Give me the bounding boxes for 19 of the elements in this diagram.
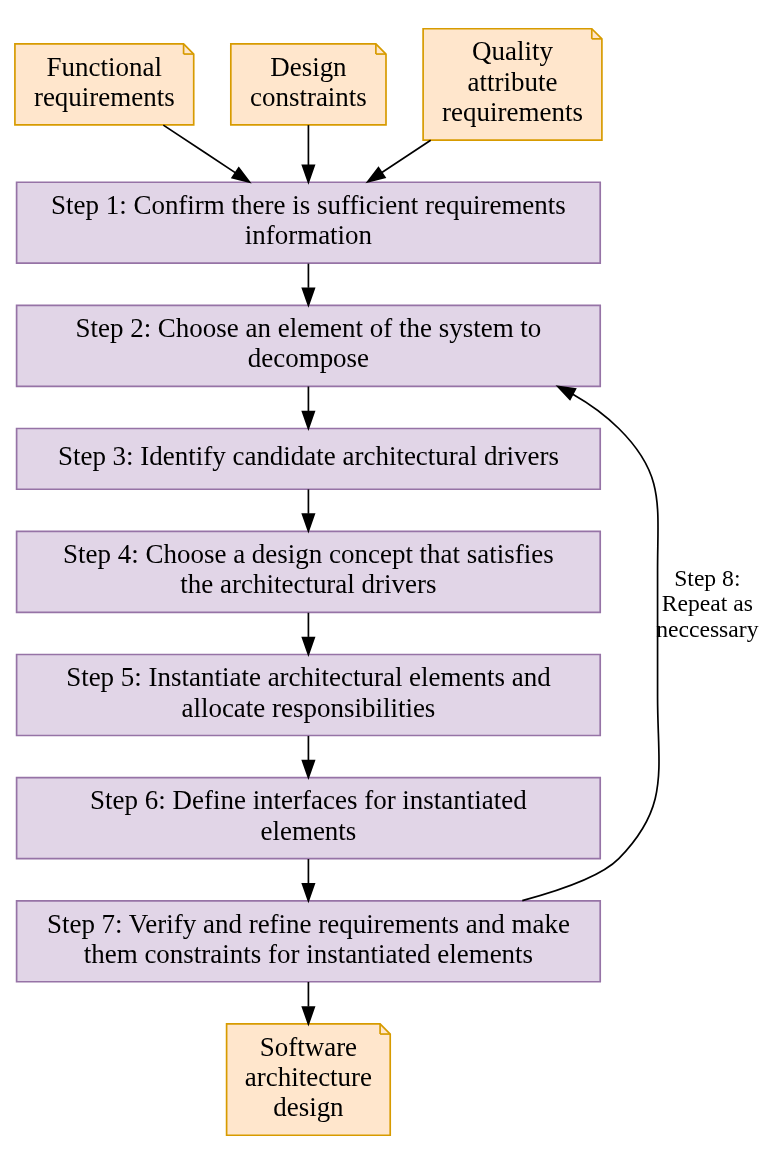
node-box: Step 5: Instantiate architectural elements and allocate responsibilities bbox=[15, 653, 602, 737]
arrow bbox=[301, 735, 316, 781]
arrow bbox=[301, 488, 316, 534]
arrow bbox=[301, 611, 316, 657]
arrow bbox=[521, 385, 660, 902]
arrow bbox=[301, 385, 316, 431]
node-box: Step 3: Identify candidate architectural drivers bbox=[15, 427, 602, 491]
arrow bbox=[301, 262, 316, 308]
node-box: Step 6: Define interfaces for instantiated elements bbox=[15, 776, 602, 860]
edge-label: Step 8: Repeat as neccessary bbox=[656, 565, 759, 642]
node-box: Step 4: Choose a design concept that satisfies the architectural drivers bbox=[15, 530, 602, 614]
arrow bbox=[301, 124, 316, 185]
node-box: Step 1: Confirm there is sufficient requirements information bbox=[15, 181, 602, 265]
node-box: Step 7: Verify and refine requirements and make them constraints for instantiated elements bbox=[15, 899, 602, 983]
arrow bbox=[365, 139, 432, 184]
arrow bbox=[301, 858, 316, 904]
arrow bbox=[301, 981, 316, 1027]
arrow bbox=[162, 124, 252, 184]
node-box: Step 2: Choose an element of the system to decompose bbox=[15, 304, 602, 388]
